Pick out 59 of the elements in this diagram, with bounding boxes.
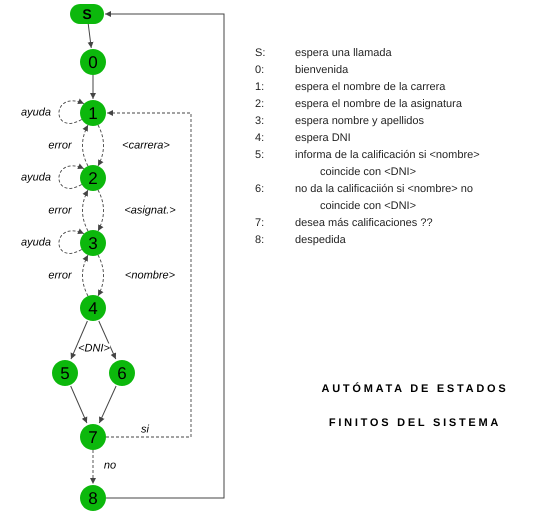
state-label: 0 — [88, 54, 98, 70]
state-label: 6 — [117, 364, 127, 382]
state-key: 4: — [255, 130, 295, 147]
edge-label: <asignat.> — [124, 206, 176, 216]
state-description: espera nombre y apellidos — [295, 114, 426, 129]
title: AUTÓMATA DE ESTADOS FINITOS DEL SISTEMA — [320, 381, 510, 431]
state-key: 6: — [255, 181, 295, 215]
edge-label: error — [48, 270, 72, 282]
state-label: S — [82, 7, 92, 21]
state-label: 4 — [88, 300, 98, 316]
state-key: 7: — [255, 215, 295, 232]
arrow — [98, 124, 104, 166]
state-key: S: — [255, 45, 295, 62]
edge-label: <nombre> — [124, 270, 176, 282]
edge-label: error — [48, 206, 72, 216]
state-label: 1 — [88, 104, 98, 122]
state-description: bienvenida — [295, 63, 350, 78]
state-description: despedida — [295, 233, 347, 248]
arrow — [82, 190, 88, 232]
edge-label: ayuda — [21, 108, 51, 118]
arrow — [98, 254, 104, 296]
state-description: espera el nombre de la asignatura — [295, 97, 463, 112]
arrow — [58, 164, 84, 189]
arrow — [88, 24, 94, 48]
edge-label: ayuda — [21, 238, 51, 248]
arrow — [90, 74, 96, 100]
arrow — [98, 190, 104, 232]
edge-label: <carrera> — [122, 140, 170, 152]
state-label: 2 — [88, 170, 98, 186]
arrow — [70, 320, 88, 360]
state-description: espera DNI — [295, 131, 352, 146]
arrow — [90, 450, 96, 484]
edge-label: no — [104, 460, 116, 472]
arrow — [98, 320, 116, 360]
state-label: 3 — [88, 234, 98, 252]
state-description: desea más calificaciones ?? — [295, 216, 434, 231]
state-key: 0: — [255, 62, 295, 79]
arrow — [58, 228, 84, 254]
arrow — [70, 386, 88, 424]
arrow — [82, 124, 88, 166]
state-key: 5: — [255, 147, 295, 181]
state-label: 7 — [88, 428, 98, 446]
state-key: 2: — [255, 96, 295, 113]
arrow — [82, 254, 88, 296]
state-description: espera una llamada — [295, 46, 393, 61]
state-key: 8: — [255, 232, 295, 249]
state-key: 3: — [255, 113, 295, 130]
edge-label: si — [141, 424, 149, 436]
arrow — [106, 110, 192, 438]
arrow — [98, 386, 117, 424]
state-description: espera el nombre de la carrera — [295, 80, 446, 95]
state-label: 5 — [60, 364, 70, 382]
edge-label: ayuda — [21, 172, 51, 184]
arrow — [104, 11, 224, 498]
edge-label: <DNI> — [78, 344, 110, 354]
state-key: 1: — [255, 79, 295, 96]
edge-label: error — [48, 140, 72, 152]
arrow — [58, 98, 84, 124]
state-label: 8 — [88, 490, 98, 506]
